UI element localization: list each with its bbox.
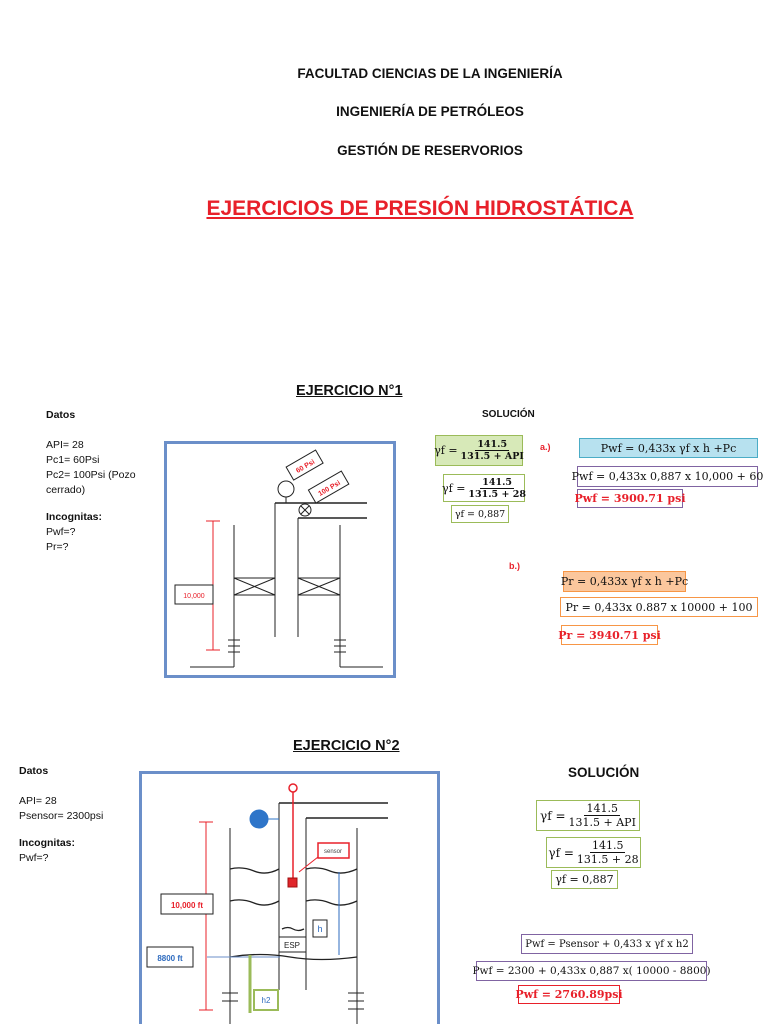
- datos-label: Datos: [46, 409, 76, 421]
- exercise1-solution-label: SOLUCIÓN: [482, 409, 535, 420]
- unknown: Pr=?: [46, 541, 69, 553]
- numerator: 141.5: [475, 439, 510, 451]
- diagram-frame: [164, 441, 396, 678]
- exercise2-solution-label: SOLUCIÓN: [568, 765, 640, 780]
- gamma-value: γf = 0,887: [551, 870, 618, 889]
- numerator: 141.5: [480, 476, 515, 489]
- depth-label: 10,000 ft: [171, 901, 203, 910]
- exercise1-data: Datos API= 28 Pc1= 60Psi Pc2= 100Psi (Po…: [46, 408, 136, 555]
- pressure-tag-1: [285, 449, 324, 481]
- numerator: 141.5: [589, 839, 626, 853]
- h2-label: h2: [262, 996, 271, 1005]
- gamma-value: γf = 0,887: [451, 505, 509, 523]
- datum: API= 28: [46, 439, 84, 451]
- unknown: Pwf=?: [19, 852, 49, 864]
- depth-label-box: [174, 584, 214, 605]
- pr-formula: Pr = 0,433x γf x h +Pc: [561, 571, 688, 592]
- part-b-label: b.): [509, 561, 520, 571]
- valve-icon: [298, 503, 312, 517]
- h-box: [312, 919, 328, 938]
- sensor-depth-box: [146, 946, 194, 968]
- pwf-result: Pwf = 3900.71 psi: [575, 489, 686, 508]
- well-diagram-2: [139, 771, 440, 1024]
- depth-label-box: [160, 893, 214, 915]
- datum: Pc1= 60Psi: [46, 454, 100, 466]
- program-heading: INGENIERÍA DE PETRÓLEOS: [336, 104, 524, 119]
- pr-result: Pr = 3940.71 psi: [558, 625, 661, 645]
- datum: API= 28: [19, 795, 57, 807]
- esp-label: ESP: [284, 941, 300, 950]
- datum: cerrado): [46, 484, 86, 496]
- gamma-lhs: γf =: [548, 845, 574, 860]
- course-heading: GESTIÓN DE RESERVORIOS: [337, 143, 523, 158]
- gamma-lhs: γf =: [434, 444, 458, 457]
- exercise2-data: Datos API= 28 Psensor= 2300psi Incognita…: [19, 764, 103, 866]
- pwf-substitution: Pwf = 0,433x 0,887 x 10,000 + 60: [572, 466, 763, 487]
- gamma-lhs: γf =: [540, 808, 566, 823]
- pwf-formula: Pwf = 0,433x γf x h +Pc: [579, 438, 758, 458]
- pressure-tag-2: [307, 470, 350, 504]
- esp-box: [278, 936, 307, 953]
- depth-label: 10,000: [183, 593, 205, 600]
- faculty-heading: FACULTAD CIENCIAS DE LA INGENIERÍA: [297, 66, 563, 81]
- pressure-gauge-icon: [277, 480, 295, 498]
- sensor-icon: [287, 877, 298, 888]
- part-a-label: a.): [540, 442, 551, 452]
- gamma-lhs: γf =: [442, 481, 466, 495]
- incognitas-label: Incognitas:: [46, 511, 103, 523]
- diagram-frame: [139, 771, 440, 1024]
- sensor-label: sensor: [324, 849, 342, 855]
- wellhead-icon: [288, 783, 298, 793]
- pwf-formula: Pwf = Psensor + 0,433 x γf x h2: [521, 934, 693, 954]
- denominator: 131.5 + API: [460, 451, 524, 462]
- pwf-result: Pwf = 2760.89psi: [515, 985, 623, 1004]
- datum: Pc2= 100Psi (Pozo: [46, 469, 136, 481]
- sensor-label-box: [317, 842, 350, 859]
- document-title: EJERCICIOS DE PRESIÓN HIDROSTÁTICA: [206, 197, 634, 220]
- exercise1-heading: EJERCICIO N°1: [296, 383, 403, 399]
- h2-box: [253, 989, 279, 1011]
- datos-label: Datos: [19, 765, 49, 777]
- unknown: Pwf=?: [46, 526, 76, 538]
- packer-right: [297, 577, 341, 596]
- denominator: 131.5 + 28: [468, 488, 526, 500]
- h-label: h: [317, 924, 322, 934]
- incognitas-label: Incognitas:: [19, 837, 76, 849]
- pr-substitution: Pr = 0,433x 0.887 x 10000 + 100: [560, 597, 758, 617]
- datum: Psensor= 2300psi: [19, 810, 104, 822]
- well-diagram-1: [164, 441, 396, 678]
- numerator: 141.5: [584, 802, 620, 816]
- gauge-icon: [249, 809, 269, 829]
- pwf-substitution: Pwf = 2300 + 0,433x 0,887 x( 10000 - 880…: [472, 961, 711, 981]
- sensor-depth-label: 8800 ft: [157, 954, 183, 963]
- exercise2-heading: EJERCICIO N°2: [293, 738, 400, 754]
- packer-left: [233, 577, 276, 596]
- denominator: 131.5 + 28: [576, 853, 639, 866]
- denominator: 131.5 + API: [568, 816, 636, 829]
